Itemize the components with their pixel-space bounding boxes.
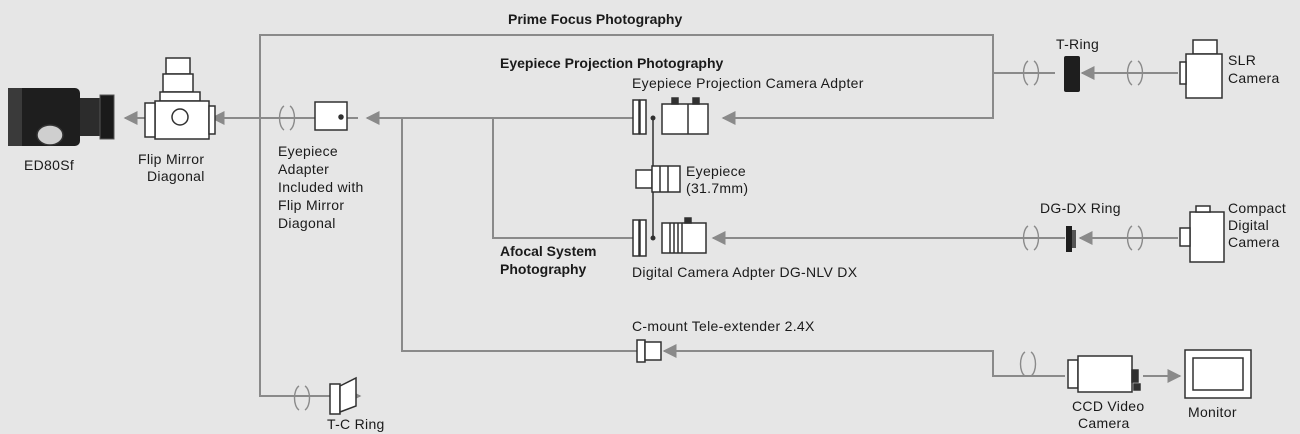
t-ring-image <box>1064 56 1080 92</box>
eyepiece-adapter-image <box>314 101 348 131</box>
eyepiece-label-line2: (31.7mm) <box>686 180 749 196</box>
dg-adapter-image <box>632 217 707 257</box>
flip-mirror-label-line1: Flip Mirror <box>138 151 205 167</box>
slr-label-line1: SLR <box>1228 52 1257 68</box>
dg-adapter-label: Digital Camera Adpter DG-NLV DX <box>632 264 858 280</box>
eyepiece-projection-label: Eyepiece Projection Photography <box>500 55 724 71</box>
afocal-label-line1: Afocal System <box>500 243 597 259</box>
projection-adapter-label: Eyepiece Projection Camera Adpter <box>632 75 864 91</box>
dg-dx-ring-image <box>1066 226 1076 252</box>
tc-ring-label: T-C Ring <box>327 416 385 432</box>
eyepiece-image <box>635 165 681 193</box>
tc-ring-image <box>329 376 357 415</box>
projection-return-line <box>721 73 994 125</box>
rotation-icon <box>1022 225 1040 251</box>
telescope-label: ED80Sf <box>24 157 75 173</box>
ccd-camera-image <box>1067 355 1141 393</box>
slr-label-line2: Camera <box>1228 70 1280 86</box>
prime-focus-label: Prime Focus Photography <box>508 11 683 27</box>
prime-focus-line <box>259 34 1055 403</box>
ccd-feed-line <box>662 344 1065 377</box>
telescope-ed80sf-image <box>8 88 115 146</box>
eyepiece-adapter-label-line: Adapter <box>278 161 330 177</box>
monitor-image <box>1184 349 1252 399</box>
dg-dx-ring-label: DG-DX Ring <box>1040 200 1121 216</box>
rotation-icon <box>1019 351 1037 377</box>
rotation-icon <box>278 105 296 131</box>
projection-adapter-image <box>632 97 709 135</box>
afocal-label-line2: Photography <box>500 261 587 277</box>
ccd-label-line2: Camera <box>1078 415 1130 431</box>
tele-extender-branch-line <box>401 118 645 352</box>
rotation-icon <box>1126 60 1144 86</box>
rotation-icon <box>1022 60 1040 86</box>
compact-label-line: Camera <box>1228 234 1280 250</box>
rotation-icon <box>1126 225 1144 251</box>
eyepiece-adapter-label-line: Included with <box>278 179 364 195</box>
compact-label-line: Compact <box>1228 200 1287 216</box>
afocal-branch-line <box>492 118 640 239</box>
tele-extender-image <box>636 339 662 363</box>
monitor-label: Monitor <box>1188 404 1237 420</box>
eyepiece-adapter-label-line: Eyepiece <box>278 143 338 159</box>
compact-label-line: Digital <box>1228 217 1270 233</box>
eyepiece-adapter-label-line: Flip Mirror <box>278 197 345 213</box>
flip-mirror-diagonal-image <box>144 57 216 140</box>
slr-camera-image <box>1179 39 1223 99</box>
t-ring-label: T-Ring <box>1056 36 1100 52</box>
rotation-icon <box>293 385 311 411</box>
eyepiece-label-line1: Eyepiece <box>686 163 746 179</box>
compact-camera-image <box>1179 205 1225 263</box>
flip-mirror-label-line2: Diagonal <box>147 168 205 184</box>
ccd-label-line1: CCD Video <box>1072 398 1145 414</box>
eyepiece-adapter-label-line: Diagonal <box>278 215 336 231</box>
tele-extender-label: C-mount Tele-extender 2.4X <box>632 318 815 334</box>
